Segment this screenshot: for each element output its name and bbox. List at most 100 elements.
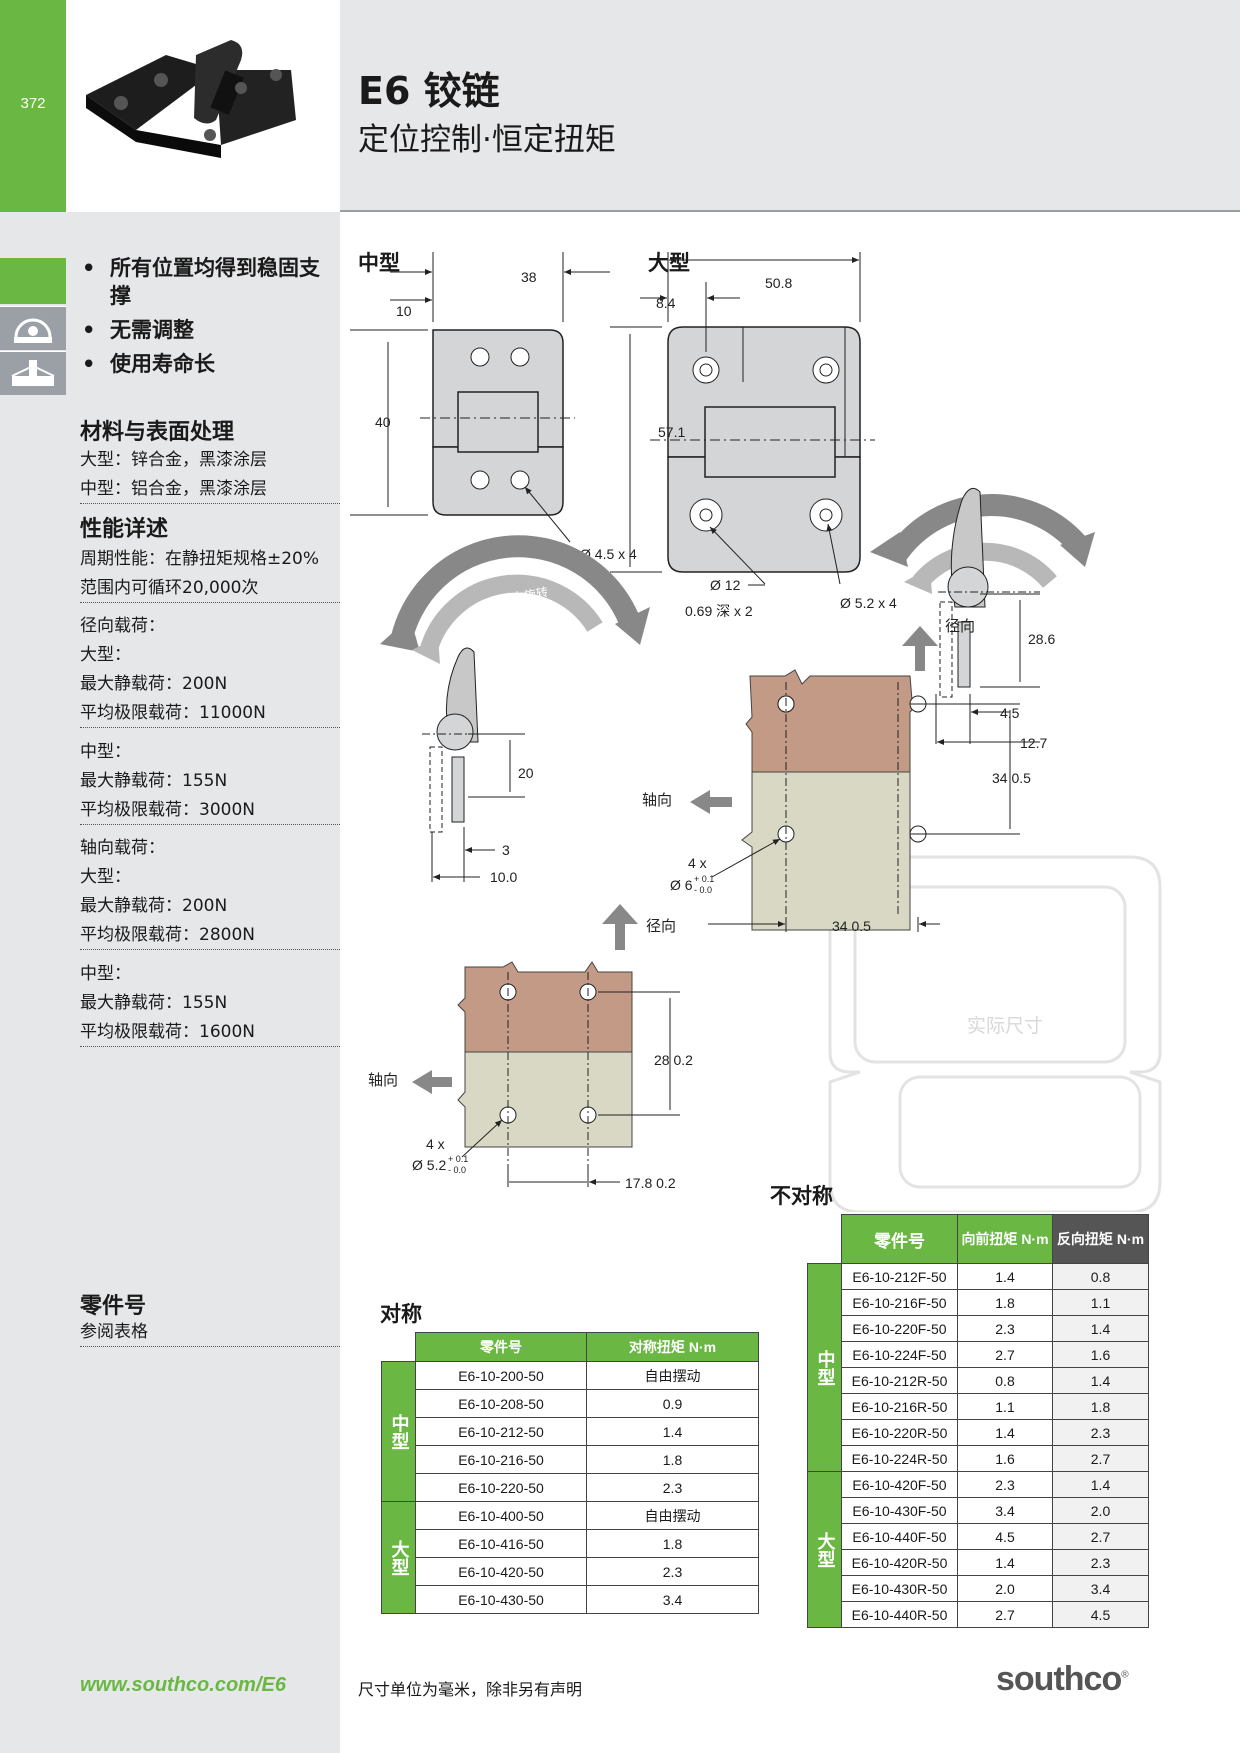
material-medium: 中型：铝合金，黑漆涂层: [80, 475, 340, 504]
torque-cell: 3.4: [1052, 1575, 1149, 1602]
brand-name: southco: [996, 1660, 1122, 1698]
size-group-label: 中型: [807, 1263, 842, 1472]
axial-label-large: 轴向: [642, 791, 672, 809]
radial-medium-label: 中型：: [80, 742, 131, 762]
axial-arrow-medium: [412, 1070, 452, 1094]
radial-label-medium: 径向: [646, 917, 676, 935]
part-number-cell: E6-10-440F-50: [841, 1523, 958, 1550]
radial-medium-ultimate: 平均极限载荷：3000N: [80, 796, 340, 825]
dim-20: 20: [518, 765, 534, 781]
dim-10: 10: [396, 303, 412, 319]
hinge-icon: [0, 351, 66, 395]
forward-rotation-label-medium: 向前旋转: [501, 624, 549, 639]
asymmetric-table-title: 不对称: [770, 1184, 833, 1208]
part-number-cell: E6-10-416-50: [415, 1529, 587, 1558]
axial-arrow-large: [690, 790, 732, 814]
torque-cell: 1.4: [1052, 1315, 1149, 1342]
part-number-cell: E6-10-220F-50: [841, 1315, 958, 1342]
torque-cell: 0.8: [1052, 1263, 1149, 1290]
dim-57-1: 57.1: [658, 424, 685, 440]
reverse-rotation-label-large: 反向旋转: [955, 439, 1005, 461]
medium-hinge-front-view: [420, 329, 575, 516]
torque-cell: 2.7: [957, 1601, 1053, 1628]
torque-cell: 2.7: [957, 1341, 1053, 1368]
part-number-cell: E6-10-420R-50: [841, 1549, 958, 1576]
large-size-label: 大型: [648, 251, 690, 275]
torque-cell: 4.5: [957, 1523, 1053, 1550]
size-group-label: 中型: [381, 1361, 416, 1502]
part-number-cell: E6-10-430-50: [415, 1585, 587, 1614]
asym-header-forward: 向前扭矩 N·m: [957, 1214, 1053, 1264]
part-number-cell: E6-10-212-50: [415, 1417, 587, 1446]
torque-cell: 1.8: [957, 1289, 1053, 1316]
part-number-cell: E6-10-208-50: [415, 1389, 587, 1418]
dim-phi6: Ø 6: [670, 877, 693, 893]
axial-label-medium: 轴向: [368, 1071, 398, 1089]
torque-cell: 3.4: [957, 1497, 1053, 1524]
size-group-label: 大型: [381, 1501, 416, 1614]
dim-12-7: 12.7: [1020, 735, 1047, 751]
torque-cell: 1.8: [586, 1445, 759, 1474]
radial-large-static: 最大静载荷：200N: [80, 674, 228, 694]
radial-medium-static: 最大静载荷：155N: [80, 771, 228, 791]
torque-cell: 2.3: [586, 1557, 759, 1586]
dim-34-a: 34 0.5: [992, 770, 1031, 786]
dim-holes-medium: Ø 4.5 x 4: [580, 546, 637, 562]
positioning-control-icon: [0, 306, 66, 350]
medium-mounting-pattern: [457, 961, 633, 1167]
header-panel: [340, 0, 1240, 212]
torque-cell: 2.0: [957, 1575, 1053, 1602]
axial-heading: 轴向载荷：: [80, 838, 165, 858]
feature-item: 无需调整: [82, 316, 337, 344]
radial-arrow-medium: [602, 904, 638, 950]
axial-medium-static: 最大静载荷：155N: [80, 993, 228, 1013]
dim-4x-large: 4 x: [688, 855, 707, 871]
torque-cell: 2.3: [957, 1471, 1053, 1498]
torque-cell: 自由摆动: [586, 1361, 759, 1390]
part-number-cell: E6-10-220-50: [415, 1473, 587, 1502]
brand-logo: southco®: [996, 1660, 1129, 1698]
torque-cell: 0.8: [957, 1367, 1053, 1394]
tol-minus-large: - 0.0: [694, 885, 712, 895]
part-number-cell: E6-10-400-50: [415, 1501, 587, 1530]
part-number-cell: E6-10-420F-50: [841, 1471, 958, 1498]
tol-plus-large: + 0.1: [694, 874, 714, 884]
symmetric-table-title: 对称: [380, 1302, 422, 1326]
axial-large-label: 大型：: [80, 867, 131, 887]
torque-cell: 1.1: [1052, 1289, 1149, 1316]
part-number-heading: 零件号: [80, 1294, 147, 1319]
part-number-note: 参阅表格: [80, 1318, 340, 1347]
torque-cell: 2.3: [1052, 1419, 1149, 1446]
part-number-cell: E6-10-420-50: [415, 1557, 587, 1586]
torque-cell: 2.3: [586, 1473, 759, 1502]
cycle-performance-2: 范围内可循环20,000次: [80, 574, 340, 603]
dim-40: 40: [375, 414, 391, 430]
torque-cell: 0.9: [586, 1389, 759, 1418]
dim-34-b: 34 0.5: [832, 918, 871, 934]
radial-large-label: 大型：: [80, 645, 131, 665]
materials-heading: 材料与表面处理: [80, 420, 235, 445]
torque-cell: 2.3: [957, 1315, 1053, 1342]
feature-item: 使用寿命长: [82, 350, 337, 378]
axial-large-static: 最大静载荷：200N: [80, 896, 228, 916]
sym-header-part: 零件号: [415, 1332, 587, 1362]
torque-cell: 3.4: [586, 1585, 759, 1614]
part-number-cell: E6-10-212F-50: [841, 1263, 958, 1290]
forward-rotation-label-large: 向前旋转: [956, 478, 1004, 493]
dim-10-0: 10.0: [490, 869, 517, 885]
dim-holes-large: Ø 5.2 x 4: [840, 595, 897, 611]
website-link[interactable]: www.southco.com/E6: [80, 1674, 286, 1696]
product-photo: [66, 0, 340, 212]
radial-large-ultimate: 平均极限载荷：11000N: [80, 699, 340, 728]
sidebar-tab: [0, 258, 66, 304]
